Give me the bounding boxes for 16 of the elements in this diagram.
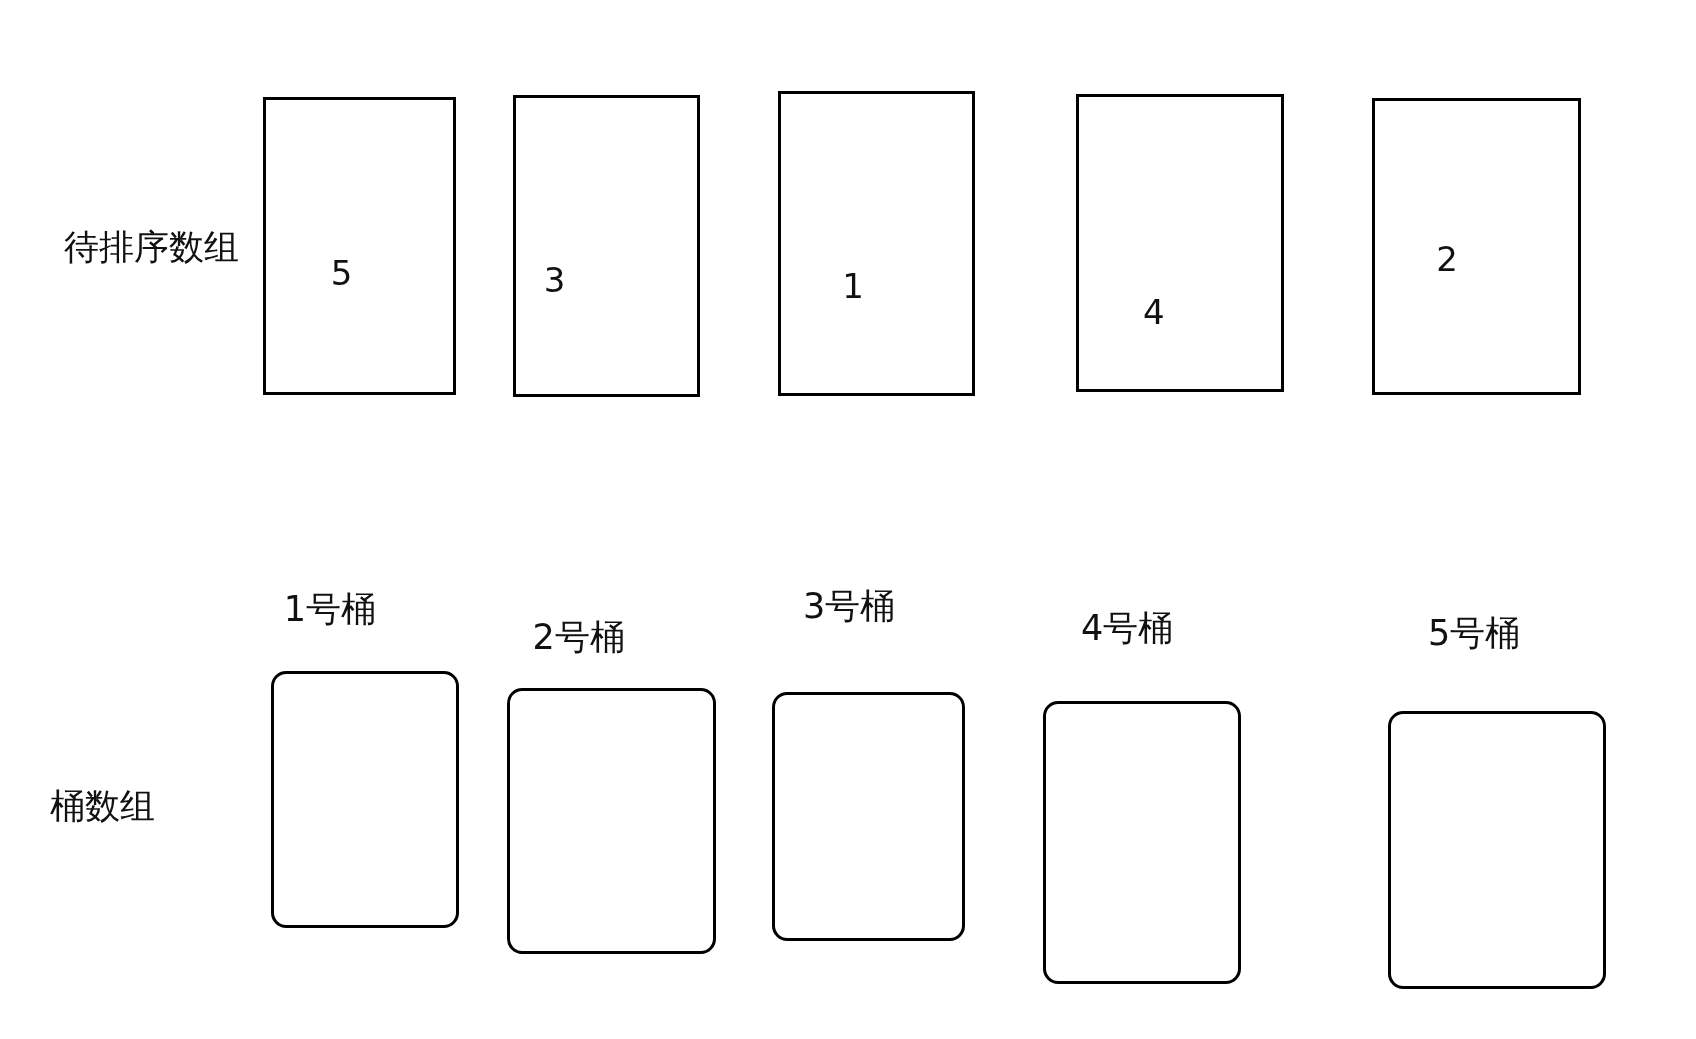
cell-value: 4 (1143, 295, 1165, 330)
array-cell (512, 95, 700, 397)
array-cell (262, 97, 457, 395)
array-cell (1076, 94, 1284, 392)
cell-value: 3 (543, 262, 566, 297)
cell-value: 5 (330, 256, 353, 291)
bucket-label: 4号桶 (1080, 610, 1174, 646)
array-cell (777, 90, 975, 396)
array-cell (1371, 98, 1582, 395)
cell-value: 2 (1436, 242, 1458, 277)
bucket-label: 3号桶 (802, 588, 896, 624)
row-label: 桶数组 (50, 788, 156, 824)
bucket-label: 5号桶 (1428, 615, 1521, 651)
cell-value: 1 (842, 269, 864, 304)
bucket-label: 1号桶 (283, 591, 377, 627)
bucket-label: 2号桶 (532, 619, 625, 655)
